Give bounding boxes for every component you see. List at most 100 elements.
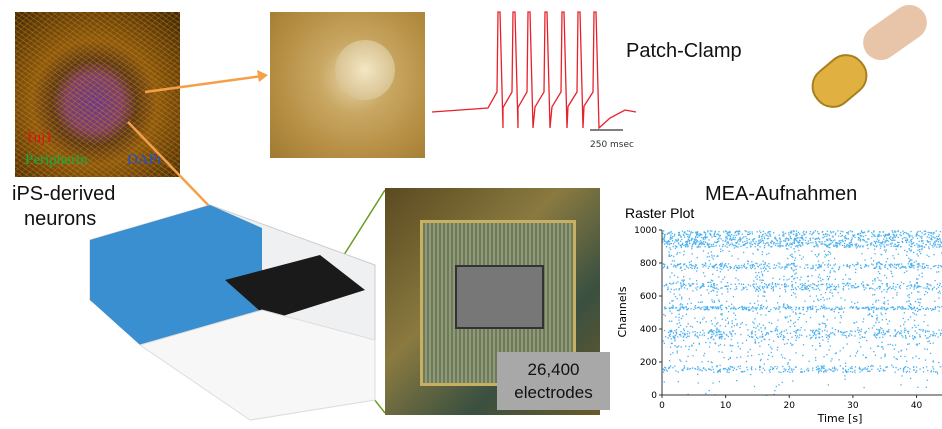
spike: [853, 285, 855, 287]
spike: [922, 329, 924, 331]
spike: [809, 306, 812, 308]
spike: [668, 243, 671, 246]
spike: [921, 305, 923, 308]
spike: [910, 239, 912, 241]
spike: [670, 365, 672, 367]
spike: [676, 245, 678, 248]
spike: [671, 240, 674, 242]
spike: [856, 243, 858, 245]
spike: [768, 338, 771, 341]
spike: [817, 365, 819, 367]
spike: [909, 316, 912, 318]
spike: [932, 335, 934, 337]
spike: [799, 254, 801, 256]
spike: [785, 245, 787, 247]
spike: [798, 312, 801, 315]
spike: [760, 231, 762, 234]
spike: [921, 235, 923, 238]
spike: [903, 331, 906, 333]
spike: [825, 334, 827, 336]
spike: [803, 284, 805, 286]
spike: [909, 307, 911, 309]
spike: [749, 348, 751, 351]
spike: [681, 238, 683, 241]
spike: [663, 230, 665, 232]
spike: [878, 272, 881, 275]
spike: [816, 298, 819, 300]
spike: [678, 233, 680, 235]
spike: [824, 329, 826, 331]
spike: [880, 245, 882, 247]
spike: [690, 239, 692, 241]
spike: [934, 279, 936, 282]
spike: [815, 336, 817, 338]
spike: [938, 310, 940, 312]
spike: [895, 286, 897, 288]
spike: [699, 331, 701, 334]
spike: [673, 265, 675, 268]
spike: [820, 280, 822, 282]
spike: [879, 336, 881, 339]
spike: [894, 231, 896, 233]
spike: [726, 246, 728, 248]
spike: [668, 232, 670, 235]
spike: [663, 239, 665, 241]
spike: [851, 230, 854, 233]
spike: [686, 333, 689, 335]
spike: [863, 318, 865, 320]
spike: [910, 230, 912, 233]
spike: [756, 312, 759, 314]
spike: [906, 238, 909, 240]
spike: [818, 336, 820, 338]
spike: [827, 338, 829, 340]
spike: [778, 244, 781, 246]
spike: [823, 371, 825, 373]
spike: [720, 263, 722, 265]
spike: [833, 308, 835, 311]
spike: [792, 270, 795, 272]
spike: [818, 372, 820, 374]
spike: [716, 284, 718, 286]
spike: [797, 318, 799, 321]
spike: [868, 370, 870, 372]
spike: [895, 263, 898, 266]
spike: [853, 286, 855, 289]
spike: [794, 239, 797, 241]
spike: [895, 357, 897, 360]
spike: [801, 285, 804, 287]
spike: [780, 334, 783, 336]
spike: [897, 230, 899, 233]
spike: [753, 242, 756, 245]
spike: [718, 264, 721, 266]
spike: [839, 350, 841, 352]
spike: [770, 366, 772, 368]
spike: [680, 266, 682, 268]
spike: [740, 239, 742, 241]
spike: [849, 230, 852, 232]
spike: [761, 333, 764, 336]
spike: [714, 343, 717, 345]
spike: [938, 306, 941, 308]
ips-line2: neurons: [24, 208, 97, 230]
spike: [767, 270, 769, 272]
spike: [824, 244, 826, 246]
spike: [703, 334, 706, 337]
spike: [754, 341, 756, 343]
spike: [896, 245, 898, 248]
spike: [913, 306, 915, 308]
spike: [761, 308, 764, 310]
spike: [882, 346, 884, 348]
spike: [673, 235, 676, 237]
spike: [716, 269, 718, 272]
spike: [704, 238, 707, 240]
spike: [815, 337, 817, 340]
spike: [918, 240, 920, 243]
spike: [938, 290, 941, 292]
spike: [899, 367, 902, 370]
spike: [838, 359, 840, 361]
spike: [827, 287, 829, 289]
spike: [721, 263, 723, 266]
spike: [728, 371, 730, 374]
spike: [850, 241, 853, 243]
spike: [833, 270, 835, 272]
